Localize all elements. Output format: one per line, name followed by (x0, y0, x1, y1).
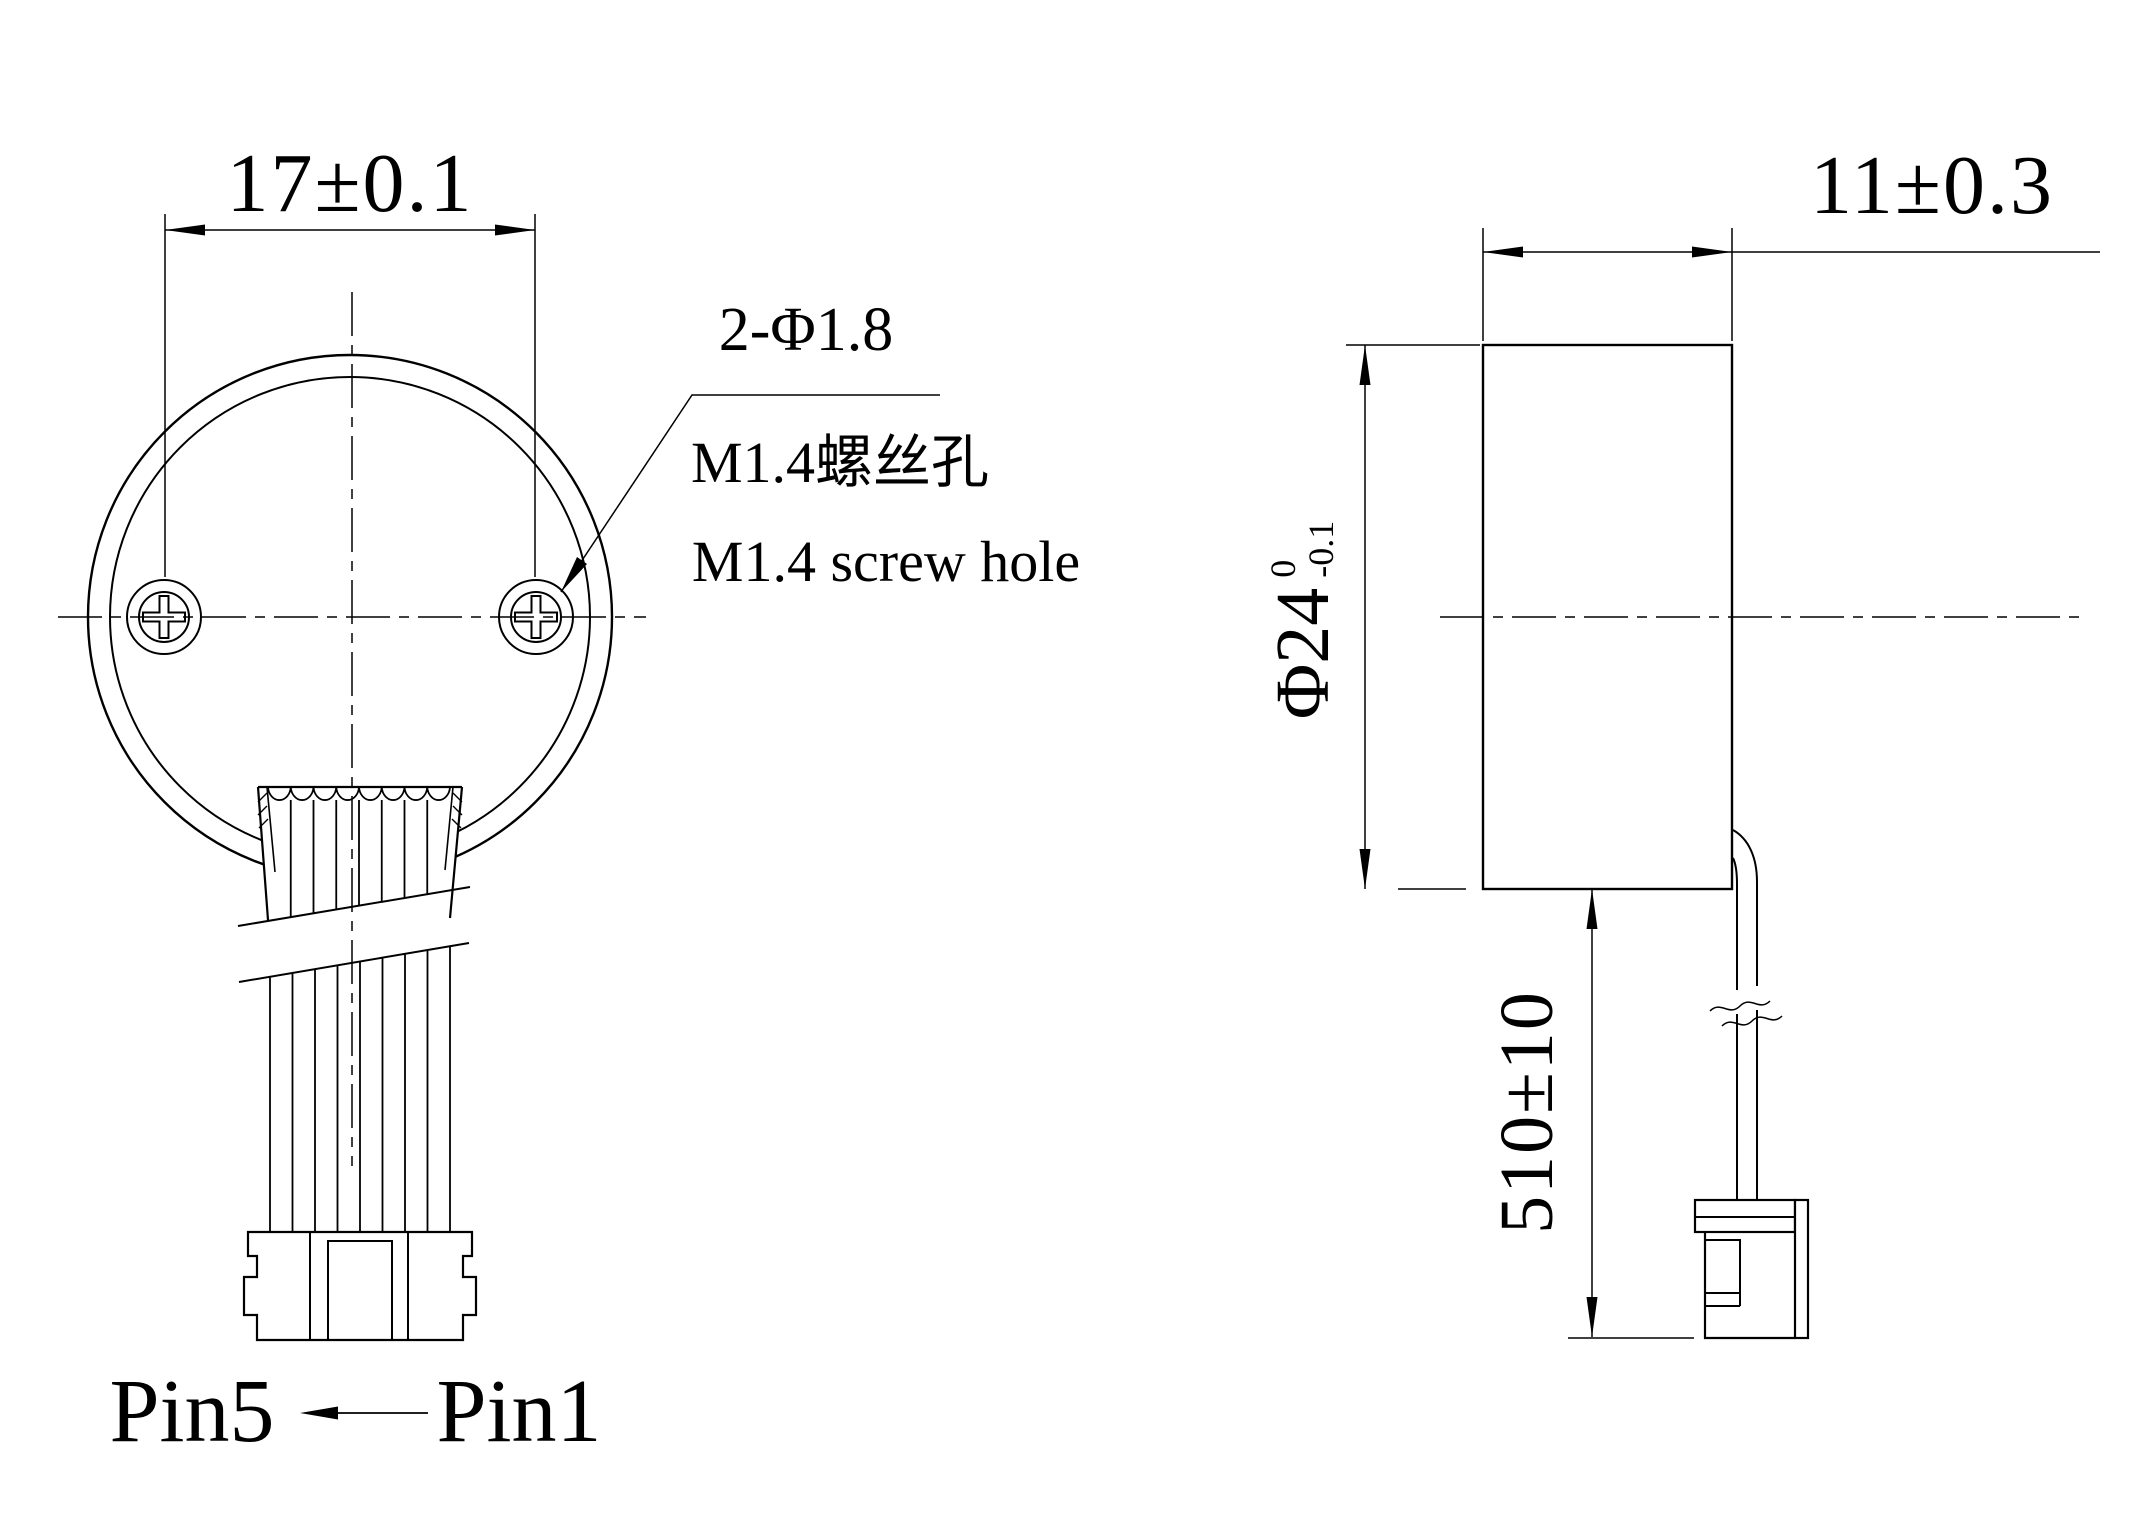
side-view-connector (1693, 1198, 1810, 1340)
tape-band (237, 886, 471, 983)
screw-note-leader (560, 394, 940, 593)
dim-screw-spacing-lines (164, 214, 536, 577)
note-hole-count-text: 2-Φ1.8 (718, 296, 894, 364)
cable-break-symbol (1709, 1000, 1783, 1027)
dim-diameter-upper-tol: 0 (1263, 559, 1304, 578)
dim-diameter-lines (1346, 344, 1480, 890)
dim-cable-length-lines (1568, 889, 1694, 1339)
note-screw-cn-text: M1.4螺丝孔 (690, 430, 990, 495)
phillips-cross-icon (514, 595, 558, 639)
dim-diameter-text: Φ24 0 -0.1 (1261, 520, 1345, 720)
dim-diameter-value: Φ24 (1261, 587, 1345, 720)
dim-diameter-tolerance: 0 -0.1 (1263, 520, 1341, 578)
side-view-cable (1709, 829, 1783, 1200)
front-view-centerlines (58, 292, 646, 1166)
dim-width-text: 11±0.3 (1810, 139, 2054, 232)
dim-cable-length-text: 510±10 (1485, 990, 1569, 1234)
wire-bundle (269, 946, 451, 1232)
note-screw-en-text: M1.4 screw hole (691, 529, 1081, 594)
pin1-label: Pin1 (436, 1362, 602, 1461)
pin5-label: Pin5 (109, 1362, 275, 1461)
sleeve-scallops (267, 786, 451, 801)
pin-direction-arrow (300, 1406, 428, 1420)
dim-diameter-lower-tol: -0.1 (1301, 520, 1341, 578)
front-view-cable-sleeve (237, 785, 471, 1232)
front-view-connector (242, 1230, 478, 1342)
dim-screw-spacing-text: 17±0.1 (226, 137, 474, 230)
dim-width-lines (1482, 228, 2100, 341)
